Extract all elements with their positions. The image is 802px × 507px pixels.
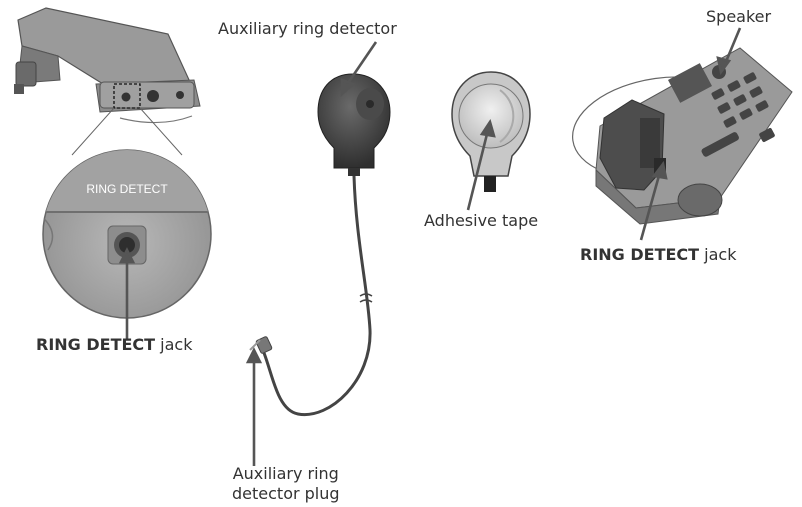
jack-word-left: jack xyxy=(160,335,192,354)
zoom-panel-text: RING DETECT xyxy=(86,182,168,196)
ring-detect-bold-right: RING DETECT xyxy=(580,245,699,264)
ring-detect-zoom: RING DETECT xyxy=(40,150,220,318)
plug-label-line1: Auxiliary ring xyxy=(232,464,340,484)
auxiliary-ring-detector-label: Auxiliary ring detector xyxy=(218,20,397,38)
jack-word-right: jack xyxy=(704,245,736,264)
base-unit xyxy=(14,8,200,123)
ring-detect-bold-left: RING DETECT xyxy=(36,335,155,354)
detector-plug-label: Auxiliary ring detector plug xyxy=(232,464,340,504)
detector-cord xyxy=(262,176,370,415)
ring-detect-jack-label-left: RING DETECT jack xyxy=(36,336,192,354)
ring-detect-jack-label-right: RING DETECT jack xyxy=(580,246,736,264)
speaker-label: Speaker xyxy=(706,8,771,26)
adhesive-tape-label: Adhesive tape xyxy=(424,212,538,230)
plug-label-line2: detector plug xyxy=(232,484,340,504)
telephone xyxy=(566,48,792,224)
auxiliary-ring-detector xyxy=(318,74,390,176)
